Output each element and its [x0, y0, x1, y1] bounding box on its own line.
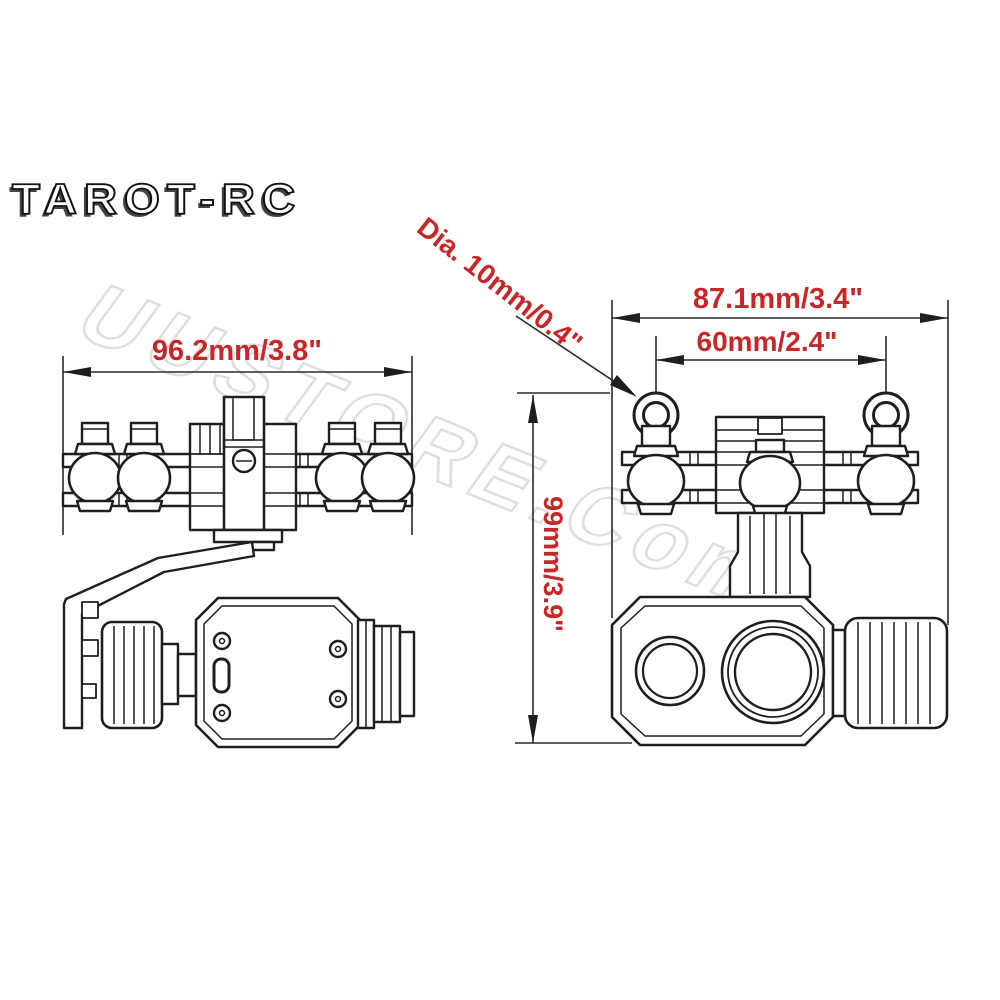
dimension-label-front-width: 87.1mm/3.4" — [692, 283, 864, 315]
screw-icon — [212, 631, 348, 723]
side-gimbal-arm — [62, 540, 256, 730]
side-roll-motor — [100, 620, 198, 730]
front-width-dimension-lines — [611, 300, 949, 625]
damper-ball — [116, 421, 172, 513]
side-camera-body — [194, 596, 362, 749]
front-view-drawing — [515, 300, 949, 747]
hook-spacing-dimension-lines — [655, 336, 887, 393]
dimension-label-hook-spacing: 60mm/2.4" — [696, 326, 838, 357]
side-view-drawing — [61, 356, 416, 749]
front-pitch-motor — [831, 616, 949, 730]
damper-ball — [67, 421, 123, 513]
usb-port — [212, 657, 231, 694]
damper-ball — [314, 421, 370, 513]
dimension-label-height: 99mm/3.9" — [538, 496, 568, 632]
front-yaw-neck — [728, 511, 812, 599]
brand-logo: TAROT-RC — [11, 174, 303, 224]
side-center-mount — [188, 395, 298, 552]
side-lens-barrel — [356, 618, 416, 730]
front-damper-balls — [626, 424, 916, 518]
damper-ball — [360, 421, 416, 513]
damper-ball — [626, 424, 686, 516]
zoom-lens — [720, 619, 826, 725]
damper-ball — [738, 438, 802, 518]
height-dimension-lines — [515, 392, 632, 744]
damper-ball — [856, 424, 916, 516]
thermal-lens — [634, 635, 706, 707]
front-camera-body — [610, 595, 835, 747]
diameter-leader-line — [515, 315, 637, 397]
dimension-label-side-width: 96.2mm/3.8" — [151, 335, 323, 367]
side-damper-balls — [67, 421, 416, 513]
